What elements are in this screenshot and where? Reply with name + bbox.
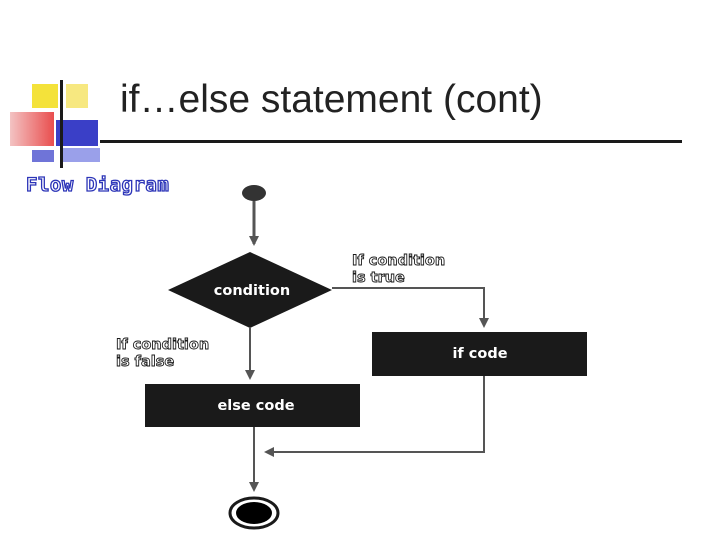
- title-underline: [100, 140, 682, 143]
- edge-if-to-merge: [264, 376, 485, 457]
- logo-square-yellow-light: [66, 84, 88, 108]
- logo-vertical-line: [60, 80, 63, 168]
- true-branch-label-line1: If condition: [352, 253, 445, 269]
- if-code-label: if code: [452, 346, 507, 362]
- true-branch-label-line2: is true: [352, 270, 405, 286]
- edge-condition-to-if: [332, 287, 489, 328]
- start-node: [242, 185, 266, 201]
- logo-square-red: [10, 112, 54, 146]
- slide-title: if…else statement (cont): [120, 78, 543, 121]
- condition-label: condition: [214, 283, 290, 299]
- logo-square-blue: [56, 120, 98, 146]
- condition-node: [168, 252, 332, 328]
- slide-logo: [0, 70, 110, 170]
- false-branch-label-line1: If condition: [116, 337, 209, 353]
- flow-diagram-heading: Flow Diagram: [25, 173, 170, 196]
- if-code-node: [372, 332, 587, 376]
- else-code-label: else code: [217, 398, 294, 414]
- logo-square-blue-mid: [32, 150, 54, 162]
- logo-square-yellow: [32, 84, 58, 108]
- else-code-node: [145, 384, 360, 427]
- end-node-inner: [236, 502, 272, 524]
- false-branch-label-line2: is false: [116, 354, 174, 370]
- logo-square-blue-light: [60, 148, 100, 162]
